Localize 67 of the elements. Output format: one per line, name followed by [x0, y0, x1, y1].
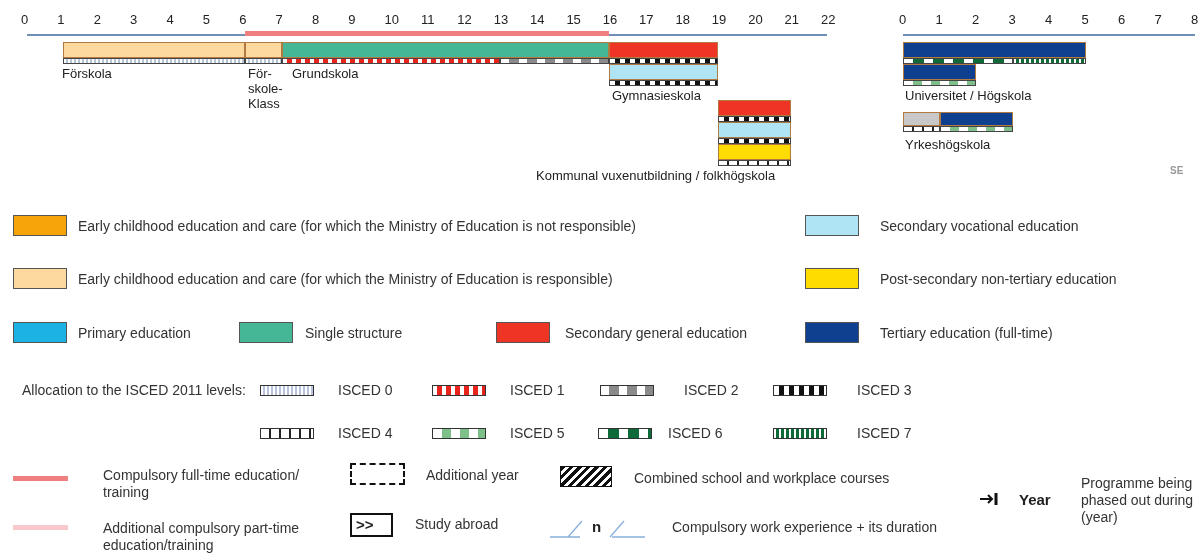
tick-label: 7 [275, 12, 283, 27]
tick-label: 2 [93, 12, 101, 27]
tick-label: 19 [711, 12, 727, 27]
tick-label: 14 [530, 12, 545, 27]
tick-label: 0 [899, 12, 907, 27]
legend-text: Single structure [305, 325, 403, 342]
tick-label: 11 [420, 12, 435, 27]
symbol-text: Year [1019, 492, 1051, 507]
tick-label: 12 [457, 12, 472, 27]
tick-label: 13 [493, 12, 509, 27]
legend-text: Compulsory full-time education/ training [103, 467, 301, 501]
legend-text: Compulsory work experience + its duration [672, 519, 937, 536]
tick-label: 0 [21, 12, 29, 27]
tick-label: 3 [130, 12, 138, 27]
legend-text: ISCED 4 [338, 425, 393, 442]
tick-label: 4 [166, 12, 174, 27]
legend-text: ISCED 1 [510, 382, 565, 399]
tick-label: 4 [1045, 12, 1053, 27]
school-name: Gymnasieskola [612, 88, 701, 103]
legend-text: Post-secondary non-tertiary education [880, 271, 1117, 288]
tick-label: 5 [202, 12, 211, 27]
school-name: Universitet / Högskola [905, 88, 1032, 103]
tick-label: 16 [602, 12, 618, 27]
tick-label: 21 [784, 12, 799, 27]
tick-label: 15 [566, 12, 581, 27]
legend-text: ISCED 5 [510, 425, 565, 442]
school-name: Yrkeshögskola [905, 137, 991, 152]
legend-text: Study abroad [415, 516, 499, 533]
country-code: SE [1170, 164, 1184, 178]
tick-label: 9 [348, 12, 356, 27]
tick-label: 10 [384, 12, 400, 27]
tick-label: 8 [1191, 12, 1199, 27]
tick-label: 5 [1081, 12, 1089, 27]
legend-text: Combined school and workplace courses [634, 470, 890, 487]
symbol-text: >> [356, 517, 374, 532]
tick-label: 7 [1154, 12, 1162, 27]
legend-text: ISCED 0 [338, 382, 393, 399]
legend-text: Tertiary education (full-time) [880, 325, 1053, 342]
tick-label: 8 [311, 12, 320, 27]
school-name: Kommunal vuxenutbildning / folkhögskola [536, 168, 776, 183]
legend-heading: Allocation to the ISCED 2011 levels: [22, 382, 247, 399]
legend-text: ISCED 7 [857, 425, 912, 442]
legend-text: Secondary general education [565, 325, 748, 342]
tick-label: 20 [748, 12, 763, 27]
tick-label: 17 [639, 12, 654, 27]
tick-label: 22 [820, 12, 836, 27]
legend-text: ISCED 3 [857, 382, 912, 399]
tick-label: 1 [57, 12, 65, 27]
symbol-text: n [592, 519, 602, 534]
tick-label: 1 [935, 12, 943, 27]
legend-text: Primary education [78, 325, 191, 342]
tick-label: 18 [675, 12, 690, 27]
tick-label: 2 [972, 12, 980, 27]
legend-text: Programme being phased out during (year) [1081, 475, 1195, 526]
legend-text: Early childhood education and care (for which the Ministry of Education is responsible) [78, 271, 613, 288]
school-name: Grundskola [292, 66, 359, 81]
legend-text: Early childhood education and care (for which the Ministry of Education is not responsible) [78, 218, 636, 235]
school-name: För- skole- Klass [248, 66, 284, 111]
legend-text: ISCED 2 [684, 382, 739, 399]
tick-label: 3 [1008, 12, 1016, 27]
legend-text: Additional compulsory part-time education/training [103, 520, 301, 554]
school-name: Förskola [62, 66, 112, 81]
legend-text: Secondary vocational education [880, 218, 1079, 235]
legend-text: Additional year [426, 467, 519, 484]
tick-label: 6 [239, 12, 247, 27]
legend-text: ISCED 6 [668, 425, 723, 442]
tick-label: 6 [1118, 12, 1126, 27]
